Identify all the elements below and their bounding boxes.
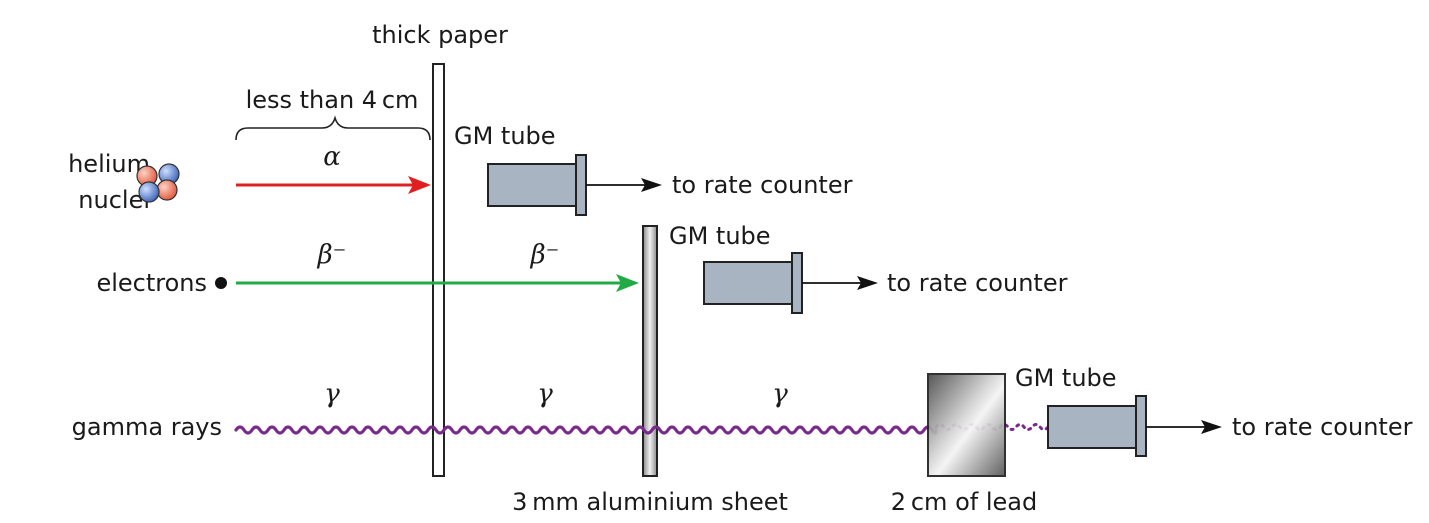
alpha-arrowhead bbox=[408, 176, 431, 194]
gm-tube-1-label: GM tube bbox=[454, 122, 556, 150]
rate-counter-3-label: to rate counter bbox=[1232, 413, 1413, 441]
gm-tube-2-window bbox=[791, 252, 803, 314]
rate-counter-2-label: to rate counter bbox=[887, 269, 1068, 297]
gamma-rays-label: gamma rays bbox=[72, 413, 222, 441]
electron-icon bbox=[215, 277, 227, 289]
range-label: less than 4 cm bbox=[246, 86, 419, 114]
aluminium-label: 3 mm aluminium sheet bbox=[512, 488, 788, 516]
helium-label-line1: helium bbox=[68, 150, 150, 178]
rate-counter-3-arrowhead bbox=[1201, 420, 1222, 434]
thick-paper-label: thick paper bbox=[372, 21, 508, 49]
helium-nucleus-icon bbox=[136, 163, 180, 203]
gamma-label-1: γ bbox=[324, 379, 340, 409]
beta-label-1: β⁻ bbox=[317, 240, 347, 270]
rate-counter-2-arrowhead bbox=[857, 276, 878, 290]
gm-tube-1-window bbox=[575, 154, 587, 216]
gm-tube-3-window bbox=[1135, 395, 1147, 457]
thick-paper-sheet bbox=[432, 63, 445, 477]
gm-tube-1-body bbox=[487, 163, 577, 207]
rate-counter-1-arrowhead bbox=[641, 178, 662, 192]
gm-tube-2-label: GM tube bbox=[669, 222, 771, 250]
gamma-ray-wave bbox=[234, 425, 938, 435]
gamma-label-2: γ bbox=[537, 379, 553, 409]
electrons-label: electrons bbox=[96, 269, 207, 297]
range-brace bbox=[235, 115, 431, 141]
aluminium-sheet bbox=[642, 225, 658, 477]
gm-tube-3-label: GM tube bbox=[1015, 364, 1117, 392]
alpha-label: α bbox=[323, 142, 341, 172]
gm-tube-3-body bbox=[1047, 405, 1137, 449]
rate-counter-1-label: to rate counter bbox=[672, 171, 853, 199]
gm-tube-2-body bbox=[703, 261, 793, 305]
lead-label: 2 cm of lead bbox=[891, 488, 1037, 516]
gamma-label-3: γ bbox=[772, 379, 788, 409]
beta-arrowhead bbox=[616, 274, 639, 292]
beta-label-2: β⁻ bbox=[530, 240, 560, 270]
helium-label-line2: nuclei bbox=[78, 186, 150, 214]
lead-block bbox=[927, 373, 1006, 477]
